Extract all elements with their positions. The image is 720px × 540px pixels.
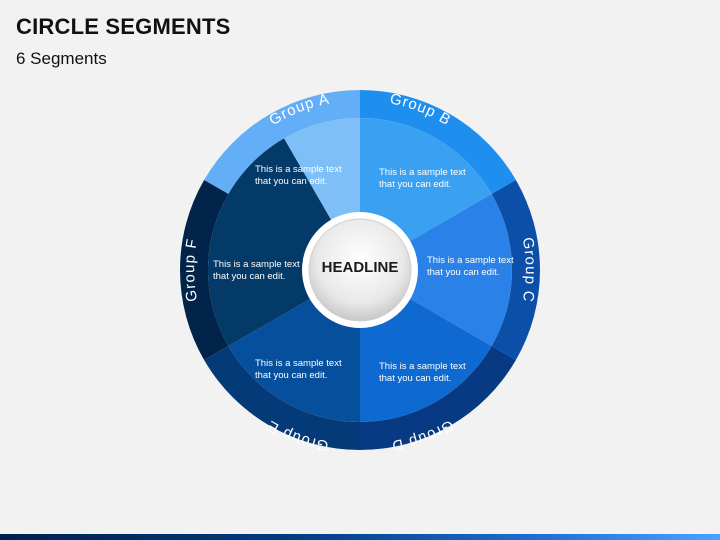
headline: HEADLINE xyxy=(321,259,399,276)
outer-ring-segment-group-f xyxy=(180,180,229,360)
inner-segment-group-f xyxy=(208,138,360,346)
outer-ring-segment-group-a xyxy=(204,90,360,194)
outer-ring-segment-group-c xyxy=(491,180,540,360)
group-c-label: Group C xyxy=(519,236,539,304)
hub-circle xyxy=(308,218,412,322)
outer-ring-segment-group-e xyxy=(204,346,360,450)
outer-ring-segment-group-d xyxy=(360,346,516,450)
inner-segment-group-c xyxy=(360,194,512,346)
page-title: CIRCLE SEGMENTS xyxy=(16,14,231,39)
group-f-label: Group F xyxy=(181,237,201,303)
page-subtitle: 6 Segments xyxy=(16,49,107,68)
footer-bar xyxy=(0,534,720,540)
outer-ring-segment-group-b xyxy=(360,90,516,194)
